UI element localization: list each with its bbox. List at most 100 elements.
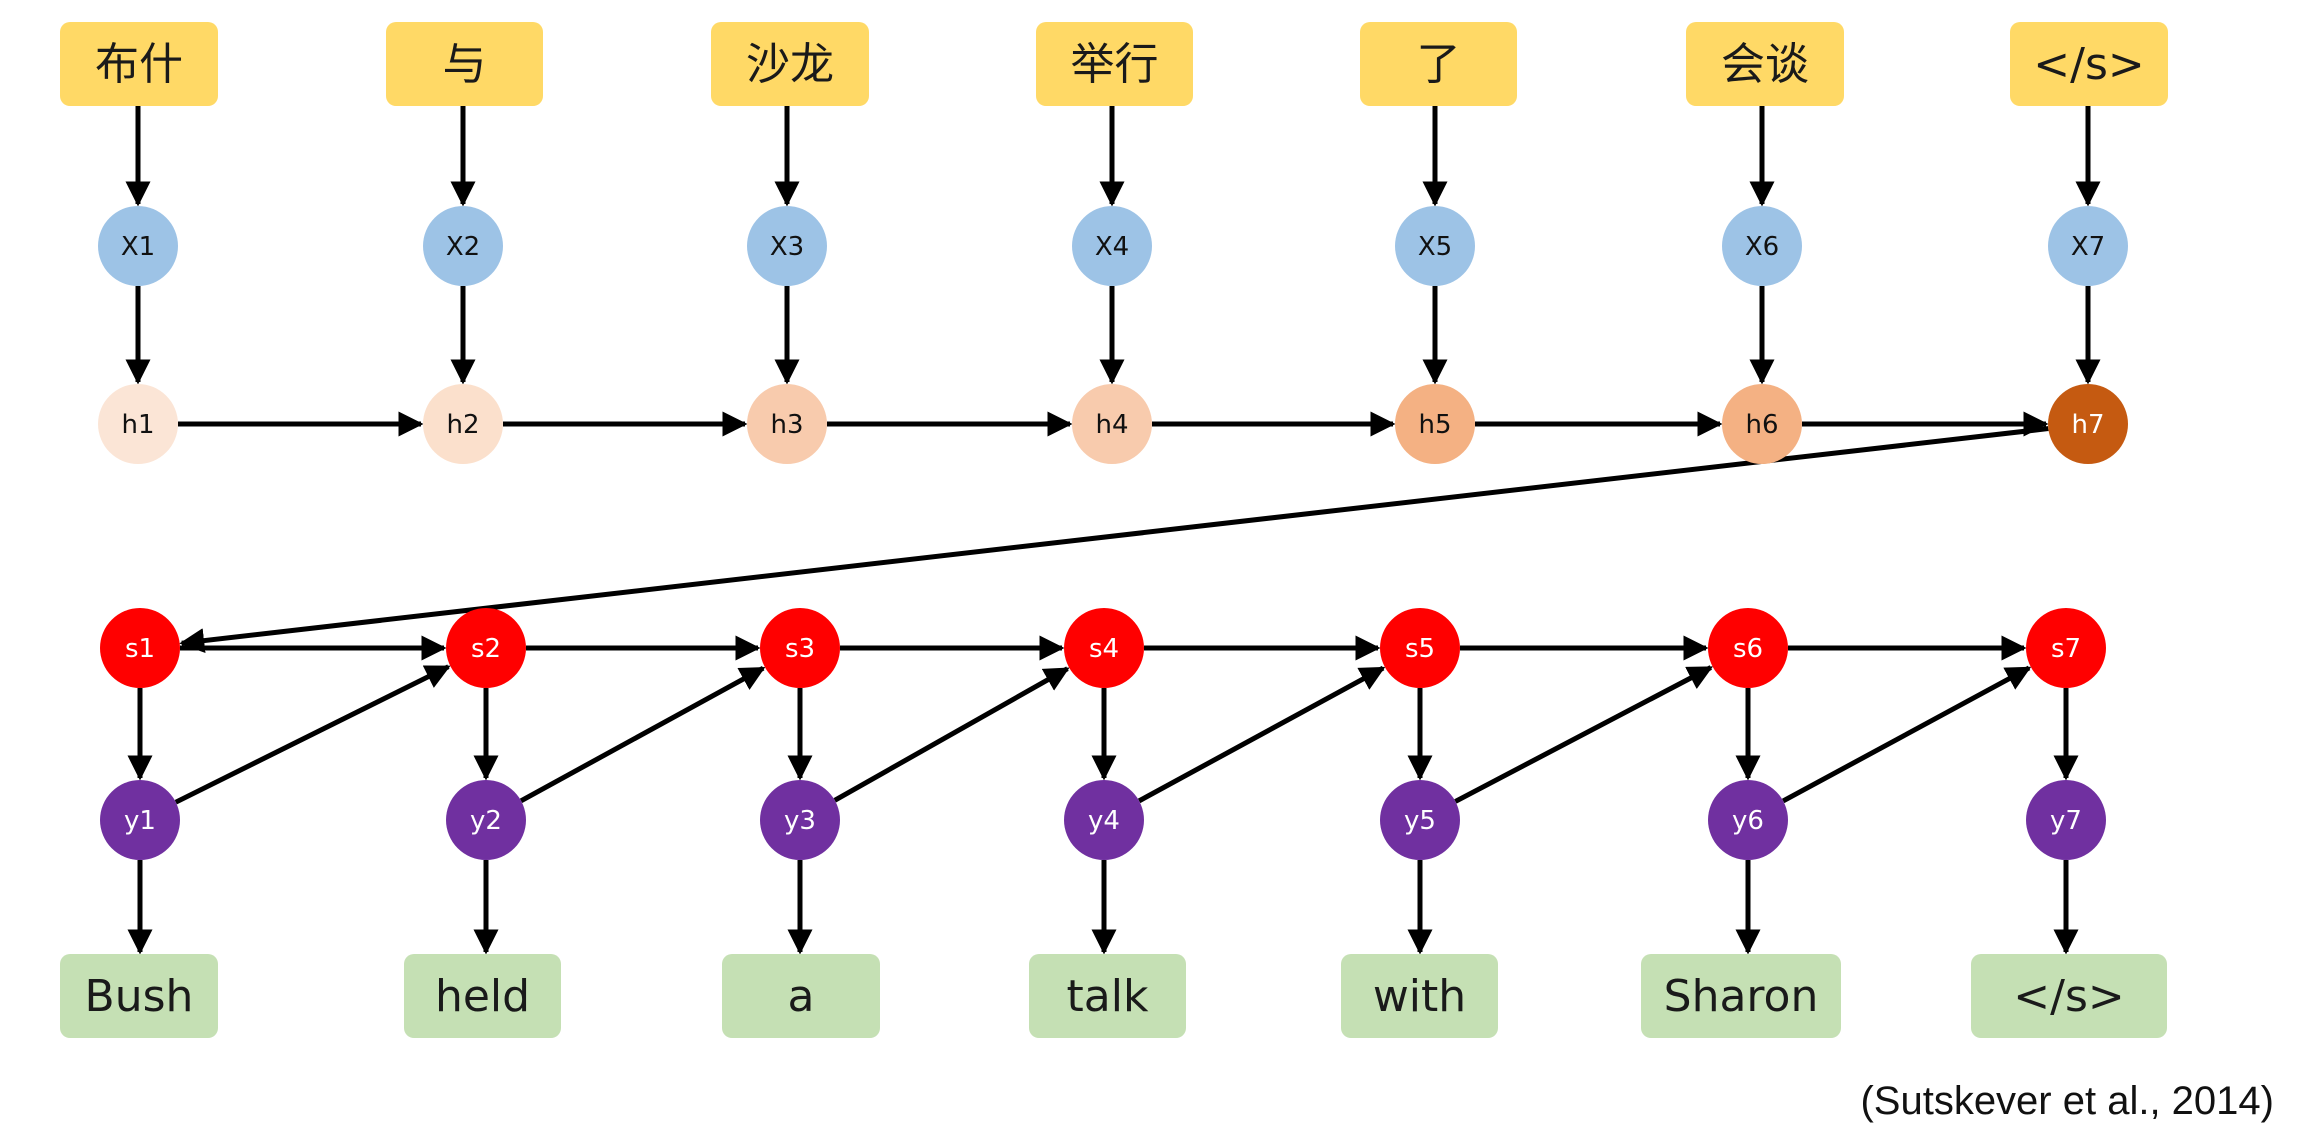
output-node-4-label: y4	[1088, 806, 1120, 836]
embedding-node-5-label: X5	[1418, 232, 1452, 262]
encoder-node-5: h5	[1395, 384, 1475, 464]
decoder-node-7-circle	[2026, 608, 2106, 688]
target-token-3-box	[722, 954, 880, 1038]
arrow-y5-to-s6	[1454, 665, 1714, 804]
encoder-node-2-circle	[423, 384, 503, 464]
output-node-7: y7	[2026, 780, 2106, 860]
source-token-5-box	[1360, 22, 1517, 106]
embedding-node-7: X7	[2048, 206, 2128, 286]
encoder-node-4-label: h4	[1095, 410, 1128, 440]
source-token-1-label: 布什	[95, 39, 183, 90]
output-node-2-circle	[446, 780, 526, 860]
output-node-2: y2	[446, 780, 526, 860]
encoder-node-3-circle	[747, 384, 827, 464]
source-token-3-box	[711, 22, 869, 106]
output-node-5-circle	[1380, 780, 1460, 860]
embedding-node-4-label: X4	[1095, 232, 1129, 262]
encoder-node-7: h7	[2048, 384, 2128, 464]
output-node-6: y6	[1708, 780, 1788, 860]
target-token-6-box	[1641, 954, 1841, 1038]
target-token-1: Bush	[60, 954, 218, 1038]
embedding-node-2: X2	[423, 206, 503, 286]
decoder-node-2: s2	[446, 608, 526, 688]
output-node-7-circle	[2026, 780, 2106, 860]
output-node-5-label: y5	[1404, 806, 1436, 836]
decoder-node-6: s6	[1708, 608, 1788, 688]
target-token-1-label: Bush	[85, 971, 194, 1022]
arrow-y2-to-s3	[519, 665, 766, 803]
embedding-node-6: X6	[1722, 206, 1802, 286]
source-token-5: 了	[1360, 22, 1517, 106]
encoder-node-2: h2	[423, 384, 503, 464]
target-token-5-label: with	[1373, 971, 1466, 1022]
embedding-node-7-circle	[2048, 206, 2128, 286]
encoder-node-5-circle	[1395, 384, 1475, 464]
decoder-node-3: s3	[760, 608, 840, 688]
target-token-2-label: held	[435, 971, 530, 1022]
embedding-node-6-circle	[1722, 206, 1802, 286]
decoder-node-2-circle	[446, 608, 526, 688]
decoder-node-4-label: s4	[1089, 634, 1119, 664]
output-node-6-label: y6	[1732, 806, 1764, 836]
output-node-2-label: y2	[470, 806, 502, 836]
source-token-3: 沙龙	[711, 22, 869, 106]
decoder-node-6-circle	[1708, 608, 1788, 688]
source-token-1: 布什	[60, 22, 218, 106]
source-token-2: 与	[386, 22, 543, 106]
source-token-2-box	[386, 22, 543, 106]
target-token-4-label: talk	[1067, 971, 1149, 1022]
decoder-node-7: s7	[2026, 608, 2106, 688]
output-node-1-label: y1	[124, 806, 156, 836]
embedding-node-7-label: X7	[2071, 232, 2105, 262]
embedding-node-4-circle	[1072, 206, 1152, 286]
embedding-node-3-label: X3	[770, 232, 804, 262]
source-token-6: 会谈	[1686, 22, 1844, 106]
output-node-1: y1	[100, 780, 180, 860]
target-token-4: talk	[1029, 954, 1186, 1038]
arrow-y6-to-s7	[1781, 665, 2032, 804]
output-node-6-circle	[1708, 780, 1788, 860]
target-token-2: held	[404, 954, 561, 1038]
output-node-4-circle	[1064, 780, 1144, 860]
target-token-5-box	[1341, 954, 1498, 1038]
arrows-layer	[125, 106, 2101, 955]
source-token-1-box	[60, 22, 218, 106]
embedding-node-4: X4	[1072, 206, 1152, 286]
decoder-node-7-label: s7	[2051, 634, 2081, 664]
output-node-5: y5	[1380, 780, 1460, 860]
decoder-node-4: s4	[1064, 608, 1144, 688]
embedding-node-1: X1	[98, 206, 178, 286]
embedding-node-5-circle	[1395, 206, 1475, 286]
source-token-4-label: 举行	[1071, 39, 1159, 90]
encoder-node-2-label: h2	[446, 410, 479, 440]
target-token-3-label: a	[788, 971, 815, 1022]
output-node-3: y3	[760, 780, 840, 860]
encoder-node-1: h1	[98, 384, 178, 464]
source-token-7: </s>	[2010, 22, 2168, 106]
decoder-node-5: s5	[1380, 608, 1460, 688]
embedding-node-2-label: X2	[446, 232, 480, 262]
output-node-4: y4	[1064, 780, 1144, 860]
target-token-2-box	[404, 954, 561, 1038]
source-token-2-label: 与	[443, 39, 487, 90]
embedding-node-1-circle	[98, 206, 178, 286]
arrow-y1-to-s2	[174, 664, 451, 805]
encoder-node-1-circle	[98, 384, 178, 464]
embedding-node-3-circle	[747, 206, 827, 286]
output-node-7-label: y7	[2050, 806, 2082, 836]
encoder-node-4: h4	[1072, 384, 1152, 464]
source-token-4-box	[1036, 22, 1193, 106]
decoder-node-5-label: s5	[1405, 634, 1435, 664]
target-token-7-box	[1971, 954, 2167, 1038]
decoder-node-6-label: s6	[1733, 634, 1763, 664]
encoder-node-3: h3	[747, 384, 827, 464]
target-token-4-box	[1029, 954, 1186, 1038]
source-token-7-box	[2010, 22, 2168, 106]
decoder-node-3-label: s3	[785, 634, 815, 664]
encoder-node-1-label: h1	[121, 410, 154, 440]
decoder-node-1-circle	[100, 608, 180, 688]
arrow-h7-to-s1	[179, 426, 2049, 654]
decoder-node-1: s1	[100, 608, 180, 688]
embedding-node-2-circle	[423, 206, 503, 286]
encoder-node-6-label: h6	[1745, 410, 1778, 440]
